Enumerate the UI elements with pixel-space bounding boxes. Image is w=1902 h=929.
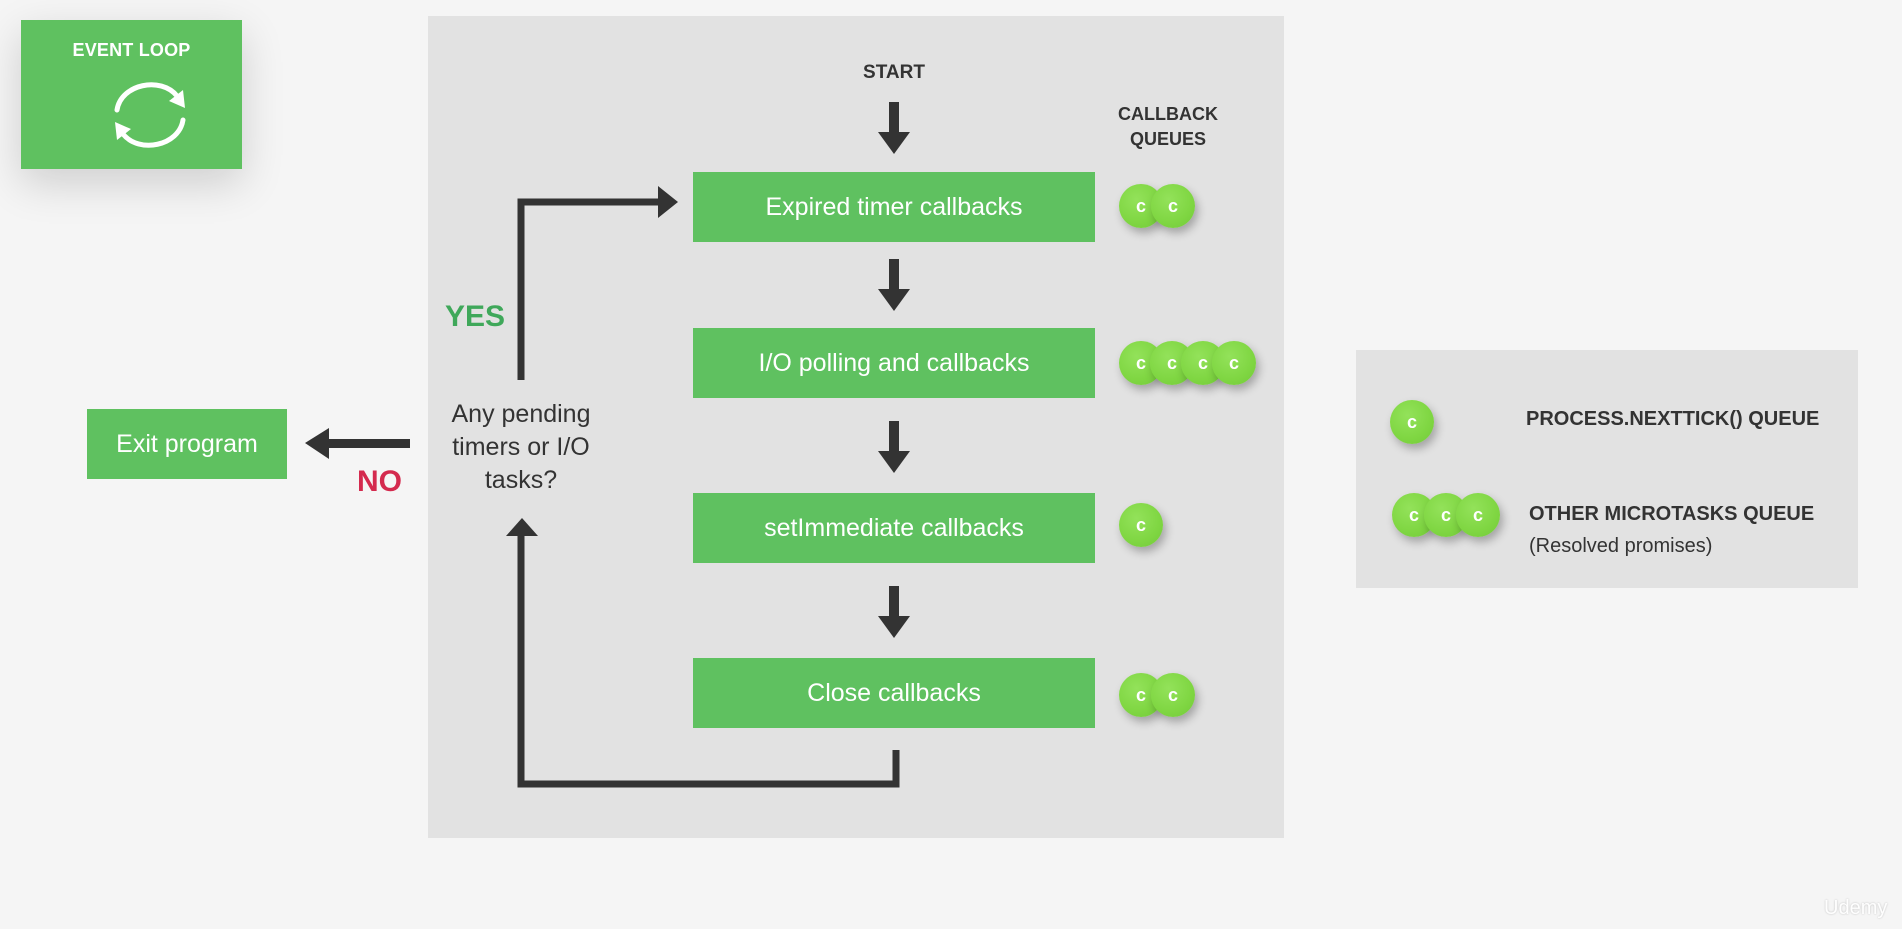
start-label: START: [863, 62, 925, 83]
callback-queues-label: CALLBACK QUEUES: [1088, 102, 1248, 152]
event-loop-badge: EVENT LOOP: [21, 20, 242, 169]
callback-queues-label-line1: CALLBACK: [1118, 104, 1218, 124]
pending-question: Any pending timers or I/O tasks?: [432, 398, 610, 497]
microtask-coin: c: [1456, 493, 1500, 537]
udemy-watermark: Udemy: [1824, 897, 1888, 919]
question-line-2: timers or I/O: [452, 433, 590, 461]
callback-coin: c: [1212, 341, 1256, 385]
question-line-3: tasks?: [484, 466, 558, 494]
exit-program-box: Exit program: [87, 409, 287, 479]
question-line-1: Any pending: [451, 400, 591, 428]
arrow-start-down: [878, 102, 910, 154]
callback-queues-label-line2: QUEUES: [1129, 129, 1207, 149]
arrow-down-3: [878, 586, 910, 638]
arrow-down-2: [878, 421, 910, 473]
phase-close-callbacks: Close callbacks: [693, 658, 1095, 728]
line-return-loop: [517, 532, 900, 788]
microtask-legend: [1356, 350, 1858, 588]
nexttick-queue-label: PROCESS.NEXTTICK() QUEUE: [1526, 408, 1820, 430]
cycle-arrows-icon: [114, 82, 186, 148]
arrow-return-head: [506, 518, 538, 536]
microtasks-queue-sub: (Resolved promises): [1529, 535, 1713, 557]
callback-coin: c: [1151, 673, 1195, 717]
arrow-yes-head: [658, 186, 678, 218]
yes-label: YES: [445, 300, 506, 333]
arrow-down-1: [878, 259, 910, 311]
line-yes-loop: [517, 198, 660, 380]
callback-coin: c: [1151, 184, 1195, 228]
badge-title: EVENT LOOP: [72, 40, 191, 60]
callback-coin: c: [1119, 503, 1163, 547]
no-label: NO: [357, 465, 402, 498]
microtasks-queue-label: OTHER MICROTASKS QUEUE: [1529, 503, 1815, 525]
phase-expired-timers: Expired timer callbacks: [693, 172, 1095, 242]
arrow-no-to-exit: [305, 428, 410, 459]
nexttick-coin: c: [1390, 400, 1434, 444]
phase-set-immediate: setImmediate callbacks: [693, 493, 1095, 563]
phase-io-polling: I/O polling and callbacks: [693, 328, 1095, 398]
